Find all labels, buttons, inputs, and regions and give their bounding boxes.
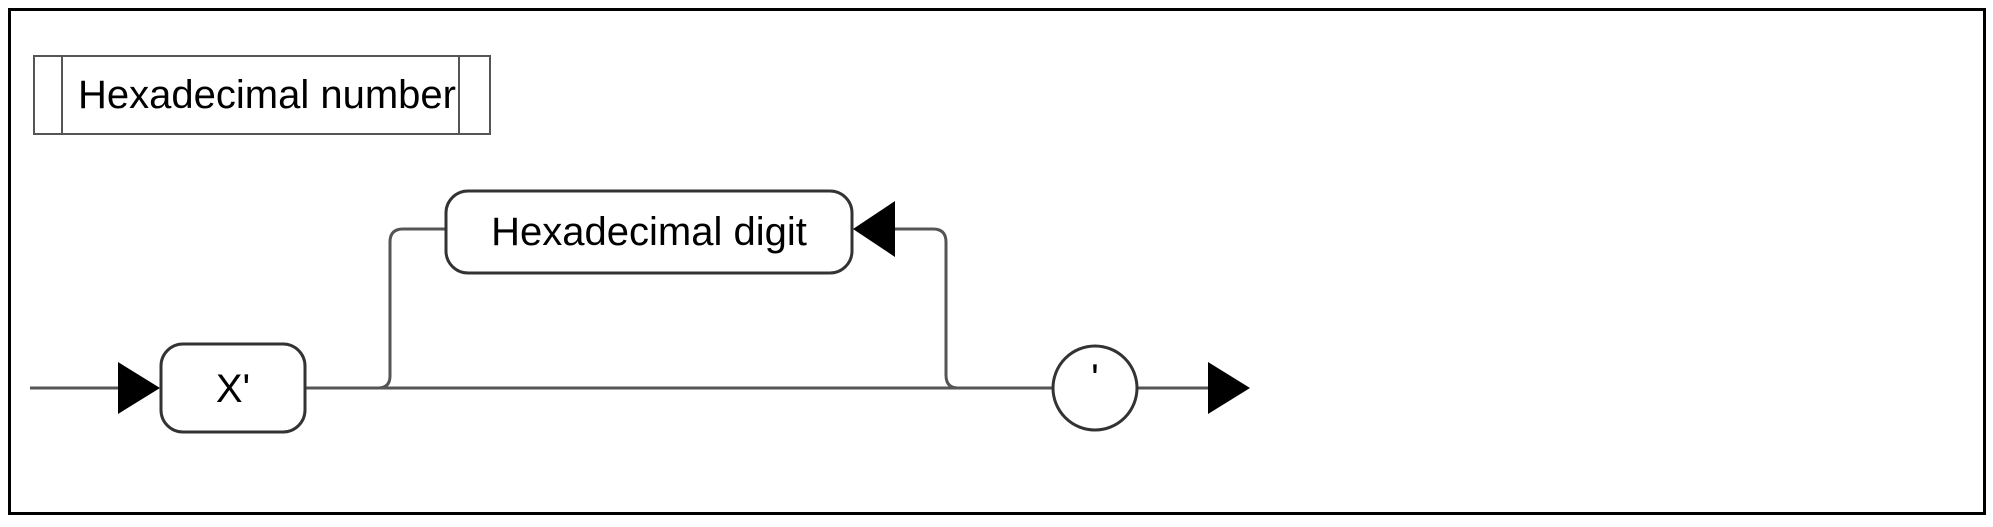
loop-back-arrow-icon <box>853 201 895 257</box>
node-terminal-x-quote[interactable]: X' <box>159 342 307 434</box>
diagram-title: Hexadecimal number <box>78 73 456 117</box>
title-box-right-cell <box>458 55 491 135</box>
node-nonterminal-hexadecimal-digit[interactable]: Hexadecimal digit <box>444 189 854 275</box>
title-box: Hexadecimal number <box>33 55 491 135</box>
node-nonterminal-hexadecimal-digit-label: Hexadecimal digit <box>491 210 807 254</box>
node-terminal-quote[interactable]: ' <box>1051 344 1139 432</box>
start-arrow-icon <box>118 362 160 414</box>
node-nonterminal-hexadecimal-digit-box[interactable] <box>444 189 854 275</box>
node-terminal-quote-label: ' <box>1091 357 1099 401</box>
title-box-left-cell <box>33 55 63 135</box>
node-terminal-quote-circle[interactable] <box>1051 344 1139 432</box>
title-box-label-cell <box>61 55 460 135</box>
node-terminal-x-quote-label: X' <box>216 367 250 411</box>
end-arrow-icon <box>1208 362 1250 414</box>
node-terminal-x-quote-box[interactable] <box>159 342 307 434</box>
